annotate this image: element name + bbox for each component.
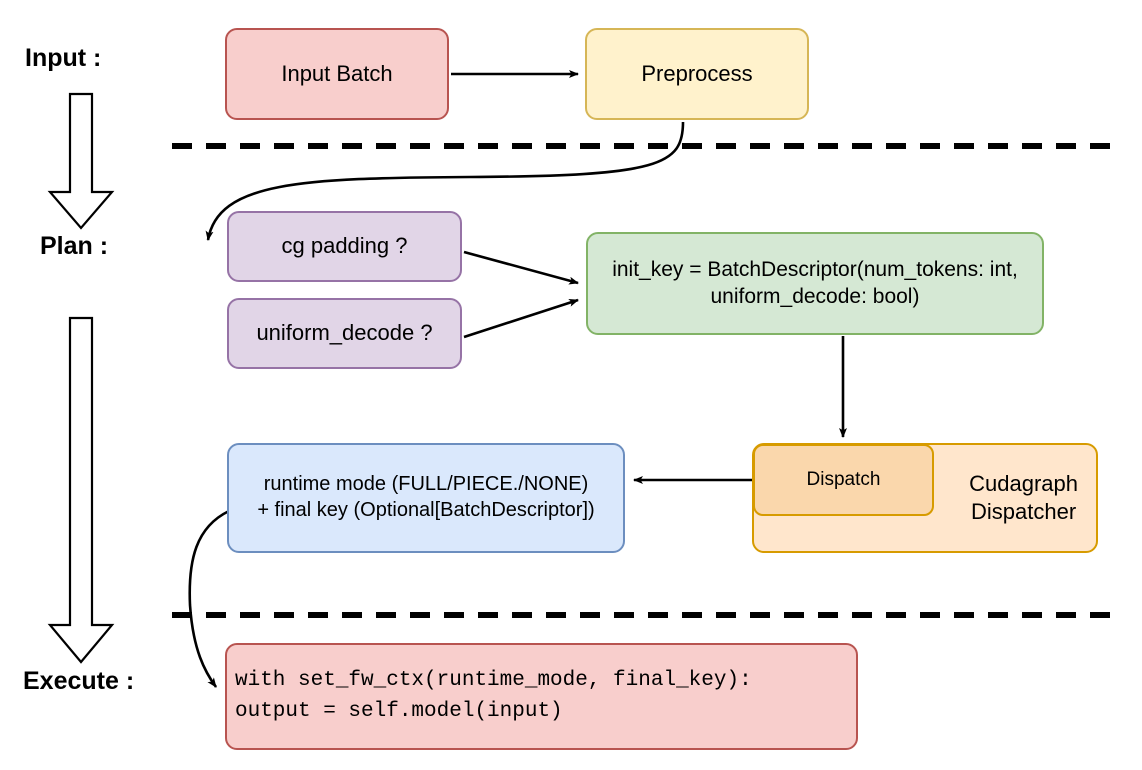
node-preprocess[interactable]: Preprocess [585,28,809,120]
edge-runtime-mode-to-exec-code [188,509,230,688]
node-uniform-decode[interactable]: uniform_decode ? [227,298,462,369]
stage-label-execute: Execute : [23,667,135,695]
node-dispatch[interactable]: Dispatch [753,444,934,516]
node-runtime-mode[interactable]: runtime mode (FULL/PIECE./NONE) + final … [227,443,625,553]
node-init-key[interactable]: init_key = BatchDescriptor(num_tokens: i… [586,232,1044,335]
node-cg-padding[interactable]: cg padding ? [227,211,462,282]
node-input-batch[interactable]: Input Batch [225,28,449,120]
node-exec-code[interactable]: with set_fw_ctx(runtime_mode, final_key)… [225,643,858,750]
plan-to-execute-block-arrow [47,316,115,664]
input-to-plan-block-arrow [47,92,115,230]
stage-label-input: Input : [25,44,102,72]
edge-cg-padding-to-init-key [463,250,579,285]
edge-uniform-decode-to-init-key [463,298,579,339]
stage-label-plan: Plan : [40,232,109,260]
